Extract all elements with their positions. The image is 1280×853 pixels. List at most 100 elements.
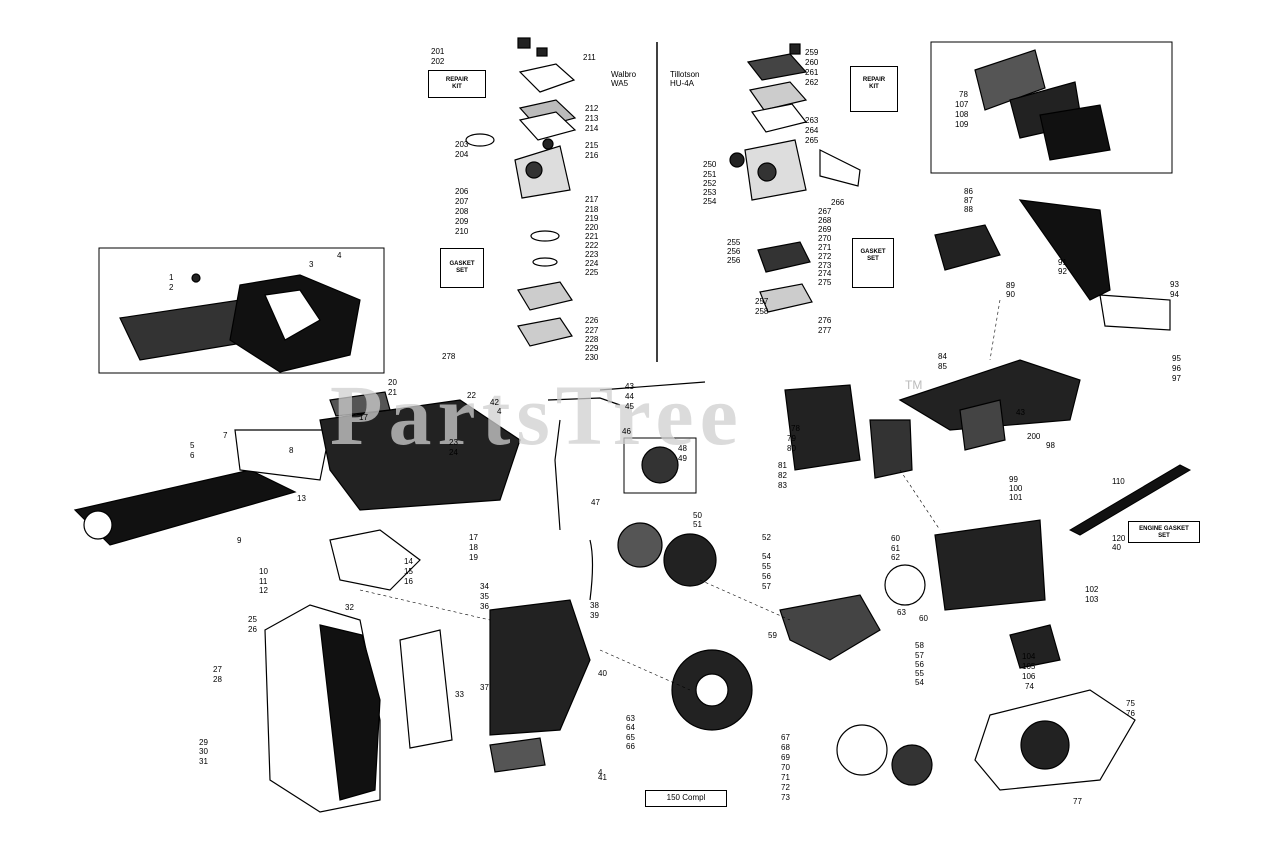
part-number-callout: 68: [781, 743, 790, 752]
part-number-callout: 47: [591, 498, 600, 507]
part-number-callout: 208: [455, 207, 469, 216]
part-number-callout: 31: [199, 757, 208, 766]
part-number-callout: 258: [755, 307, 769, 316]
part-number-callout: 210: [455, 227, 469, 236]
part-number-callout: 54: [915, 678, 924, 687]
inset-box-clutch-drum: [623, 437, 697, 494]
part-number-callout: 84: [938, 352, 947, 361]
part-number-callout: 33: [455, 690, 464, 699]
part-number-callout: 86: [964, 187, 973, 196]
part-number-callout: 80: [787, 444, 796, 453]
part-number-callout: 58: [915, 641, 924, 650]
part-number-callout: 261: [805, 68, 819, 77]
part-number-callout: 46: [622, 427, 631, 436]
part-number-callout: 56: [762, 572, 771, 581]
part-number-callout: 250: [703, 160, 717, 169]
part-number-callout: 81: [778, 461, 787, 470]
part-number-callout: 6: [190, 451, 195, 460]
part-number-callout: 9: [237, 536, 242, 545]
part-number-callout: 27: [213, 665, 222, 674]
part-number-callout: 39: [590, 611, 599, 620]
part-number-callout: 20: [388, 378, 397, 387]
part-number-callout: 7: [223, 431, 228, 440]
part-number-callout: 211: [583, 53, 596, 62]
part-number-callout: 17: [469, 533, 478, 542]
part-number-callout: 70: [781, 763, 790, 772]
part-number-callout: 72: [781, 783, 790, 792]
part-number-callout: 21: [388, 388, 397, 397]
part-number-callout: 110: [1112, 477, 1125, 486]
part-number-callout: 95: [1172, 354, 1181, 363]
part-number-callout: 8: [289, 446, 294, 455]
part-number-callout: 73: [781, 793, 790, 802]
part-number-callout: 50: [693, 511, 702, 520]
part-number-callout: 61: [891, 544, 900, 553]
part-number-callout: 209: [455, 217, 469, 226]
part-number-callout: 74: [1025, 682, 1034, 691]
part-number-callout: 78: [791, 424, 800, 433]
part-number-callout: 18: [469, 543, 478, 552]
part-number-callout: 13: [297, 494, 306, 503]
part-number-callout: 252: [703, 179, 717, 188]
part-number-callout: 204: [455, 150, 469, 159]
crankshaft: [779, 594, 881, 661]
part-number-callout: 98: [1046, 441, 1055, 450]
part-number-callout: 43: [1016, 408, 1025, 417]
part-number-callout: 257: [755, 297, 769, 306]
part-number-callout: 77: [1073, 797, 1082, 806]
part-number-callout: 102: [1085, 585, 1099, 594]
part-number-callout: 120: [1112, 534, 1126, 543]
part-number-callout: 85: [938, 362, 947, 371]
part-number-callout: 265: [805, 136, 819, 145]
guide-bar-and-chain: [73, 469, 297, 546]
part-number-callout: 212: [585, 104, 599, 113]
part-number-callout: 76: [1126, 709, 1135, 718]
part-number-callout: 32: [345, 603, 354, 612]
inset-box-chain-brake: [98, 247, 385, 374]
part-number-callout: 37: [480, 683, 489, 692]
part-number-callout: 220: [585, 223, 599, 232]
part-number-callout: 202: [431, 57, 445, 66]
part-number-callout: 62: [891, 553, 900, 562]
part-number-callout: 256: [727, 247, 741, 256]
part-number-callout: 79: [787, 434, 796, 443]
part-number-callout: 268: [818, 216, 832, 225]
main-housing: [234, 391, 521, 591]
part-number-callout: 4: [598, 768, 603, 777]
starter-assembly: [836, 689, 1136, 791]
part-number-callout: 40: [1112, 543, 1121, 552]
part-number-callout: 276: [818, 316, 832, 325]
part-number-callout: 66: [626, 742, 635, 751]
part-number-callout: 43: [625, 382, 634, 391]
part-number-callout: 25: [248, 615, 257, 624]
part-number-callout: 38: [590, 601, 599, 610]
part-number-callout: 90: [1006, 290, 1015, 299]
part-number-callout: 253: [703, 188, 717, 197]
part-number-callout: 11: [259, 577, 268, 586]
part-number-callout: 93: [1170, 280, 1179, 289]
part-number-callout: 87: [964, 196, 973, 205]
part-number-callout: 278: [442, 352, 456, 361]
part-number-callout: 57: [762, 582, 771, 591]
part-number-callout: 251: [703, 170, 717, 179]
part-number-callout: 106: [1022, 672, 1036, 681]
part-number-callout: 3: [309, 260, 314, 269]
engine-gasket-set-box: ENGINE GASKET SET: [1128, 521, 1200, 543]
air-filter-parts: [974, 49, 1111, 161]
part-number-callout: 101: [1009, 493, 1023, 502]
part-number-callout: 88: [964, 205, 973, 214]
part-number-callout: 262: [805, 78, 819, 87]
part-number-callout: 271: [818, 243, 832, 252]
leader-lines: [359, 299, 1001, 691]
walbro-carb-name: Walbro: [611, 70, 637, 79]
part-number-callout: 1: [169, 273, 174, 282]
part-number-callout: 65: [626, 733, 635, 742]
repair-kit-box-tillotson: REPAIR KIT: [850, 66, 898, 112]
part-number-callout: 260: [805, 58, 819, 67]
part-number-callout: 26: [248, 625, 257, 634]
part-number-callout: 215: [585, 141, 599, 150]
part-number-callout: 60: [891, 534, 900, 543]
part-number-callout: 12: [259, 586, 268, 595]
part-number-callout: 217: [585, 195, 599, 204]
tillotson-carb-model: HU-4A: [670, 79, 695, 88]
